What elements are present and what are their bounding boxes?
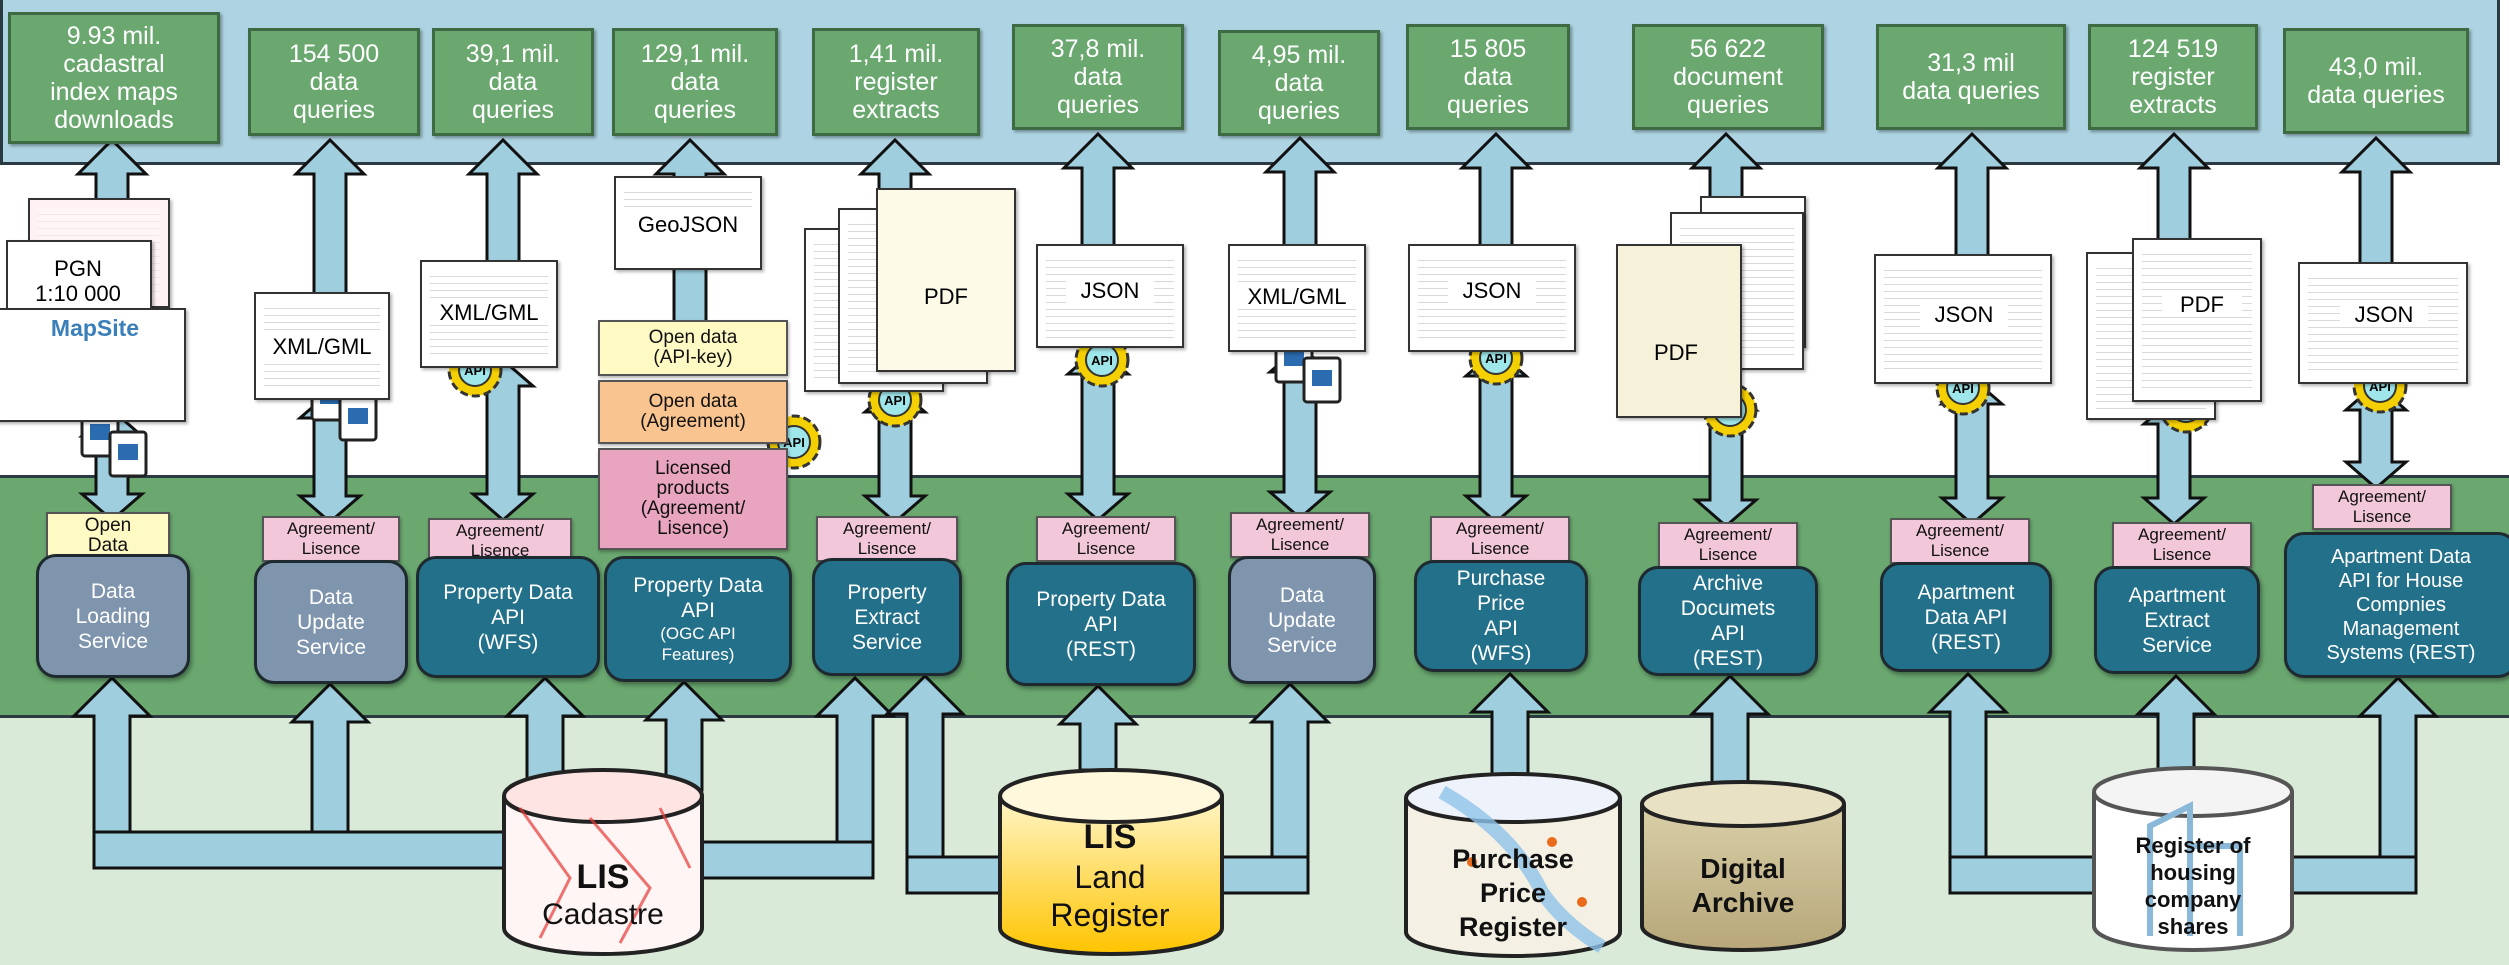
input-arrow-2 (288, 681, 372, 852)
input-arrow-7 (1056, 683, 1140, 772)
stat-data-update-queries: 154 500 data queries (248, 28, 420, 136)
agreement-lisence-tag-7: Agreement/ Lisence (1230, 512, 1370, 558)
pdf-document-front-3 (2132, 238, 2262, 402)
connector-cadastre-right (698, 840, 875, 880)
service-subtitle: (OGC API Features) (660, 624, 736, 664)
input-arrow-12 (2134, 673, 2218, 772)
open-data-agreement-tag: Open data (Agreement) (598, 380, 788, 444)
api-gear-label: API (1485, 351, 1507, 366)
json-label-4: JSON (2340, 302, 2428, 327)
digital-archive-cylinder (1640, 780, 1846, 952)
agreement-lisence-tag-6: Agreement/ Lisence (1036, 516, 1176, 562)
lis-cadastre-subtitle: Cadastre (542, 898, 664, 931)
agreement-lisence-tag-5: Agreement/ Lisence (816, 516, 958, 562)
apartment-data-api-hcms: Apartment Data API for House Compnies Ma… (2284, 532, 2509, 678)
purchase-price-register-label: Purchase Price Register (1452, 844, 1574, 942)
property-data-api-rest: Property Data API (REST) (1006, 562, 1196, 686)
lis-land-title: LIS (1083, 818, 1137, 856)
input-arrow-5 (813, 675, 897, 862)
output-arrow-7 (1262, 135, 1338, 252)
geojson-label: GeoJSON (616, 212, 760, 237)
lis-cadastre-cylinder (502, 768, 704, 956)
agreement-lisence-tag-8: Agreement/ Lisence (1430, 516, 1570, 562)
mapsite-label: MapSite (50, 315, 140, 341)
output-arrow-3 (465, 137, 541, 274)
pdf-label-2: PDF (1636, 340, 1716, 365)
output-arrow-12 (2338, 135, 2414, 266)
stat-wfs-queries: 39,1 mil. data queries (432, 28, 594, 136)
open-data-api-key-tag: Open data (API-key) (598, 320, 788, 376)
input-arrow-8 (1248, 681, 1332, 877)
property-extract-service: Property Extract Service (812, 558, 962, 676)
stat-register-extracts: 1,41 mil. register extracts (812, 28, 980, 136)
agreement-lisence-tag-11: Agreement/ Lisence (2112, 522, 2252, 568)
input-arrow-13 (2356, 675, 2440, 877)
api-gear-label: API (1091, 353, 1113, 368)
stat-data-update-queries-2: 4,95 mil. data queries (1218, 30, 1380, 136)
input-arrow-4 (642, 679, 726, 792)
output-arrow-10 (1934, 131, 2010, 264)
agreement-lisence-tag-9: Agreement/ Lisence (1658, 522, 1798, 568)
output-arrow-6 (1060, 131, 1136, 250)
xml-label-3: XML/GML (1230, 284, 1364, 309)
input-arrow-10 (1688, 673, 1772, 792)
xml-label-1: XML/GML (256, 334, 388, 359)
connector-land-left (905, 855, 1012, 895)
property-data-api-ogc: Property Data API (OGC API Features) (604, 556, 792, 682)
stat-apartment-queries: 31,3 mil data queries (1876, 24, 2066, 130)
data-update-service: Data Update Service (254, 560, 408, 684)
api-gear-label: API (783, 435, 805, 450)
stat-cadastral-maps: 9.93 mil. cadastral index maps downloads (8, 12, 220, 144)
api-gear-label: API (884, 393, 906, 408)
input-arrow-1 (70, 675, 154, 852)
service-title: Property Data API (633, 574, 763, 622)
apartment-data-api: Apartment Data API (REST) (1880, 562, 2052, 672)
connector-housing-right (2284, 855, 2418, 895)
pdf-map-document (1616, 244, 1742, 418)
json-label-1: JSON (1066, 278, 1154, 303)
agreement-lisence-tag-2: Agreement/ Lisence (262, 516, 400, 562)
housing-register-label: Register of housing company shares (2135, 833, 2251, 939)
digital-archive-label: Digital Archive (1691, 853, 1795, 918)
stat-document-queries: 56 622 document queries (1632, 24, 1824, 130)
pgn-label: PGN 1:10 000 (35, 256, 121, 306)
pdf-label-1: PDF (906, 284, 986, 309)
connector-cadastre-left (92, 830, 512, 870)
stat-apartment-extracts: 124 519 register extracts (2088, 24, 2258, 130)
lis-land-subtitle: Land Register (1050, 859, 1170, 933)
json-document-2 (1408, 244, 1576, 352)
archive-documents-api: Archive Documets API (REST) (1638, 566, 1818, 676)
open-data-tag: Open Data (46, 512, 170, 560)
stat-rest-queries: 37,8 mil. data queries (1012, 24, 1184, 130)
json-label-3: JSON (1920, 302, 2008, 327)
purchase-price-api: Purchase Price API (WFS) (1414, 560, 1588, 672)
output-arrow-2 (292, 137, 368, 302)
data-update-service-2: Data Update Service (1228, 556, 1376, 684)
agreement-lisence-tag-12: Agreement/ Lisence (2312, 484, 2452, 530)
data-loading-service: Data Loading Service (36, 554, 190, 678)
output-arrow-11 (2136, 131, 2212, 246)
json-label-2: JSON (1448, 278, 1536, 303)
xml-label-2: XML/GML (422, 300, 556, 325)
licensed-products-tag: Licensed products (Agreement/ Lisence) (598, 448, 788, 550)
connector-housing-left (1948, 855, 2102, 895)
api-gear-label: API (1952, 381, 1974, 396)
purchase-price-register-cylinder (1404, 772, 1622, 958)
input-arrow-6 (883, 673, 967, 877)
agreement-lisence-tag-10: Agreement/ Lisence (1890, 518, 2030, 564)
stat-hcms-queries: 43,0 mil. data queries (2283, 28, 2469, 134)
pdf-document-front (876, 188, 1016, 372)
housing-register-cylinder (2092, 766, 2294, 952)
output-arrow-8 (1458, 131, 1534, 250)
stat-ogc-queries: 129,1 mil. data queries (612, 28, 778, 136)
mapsite-screenshot (0, 308, 186, 422)
apartment-extract-service: Apartment Extract Service (2094, 566, 2260, 674)
property-data-api-wfs: Property Data API (WFS) (416, 556, 600, 678)
input-arrow-11 (1926, 671, 2010, 877)
pdf-label-3: PDF (2162, 292, 2242, 317)
stat-purchase-queries: 15 805 data queries (1406, 24, 1570, 130)
lis-land-register-cylinder (998, 768, 1224, 956)
lis-cadastre-title: LIS (576, 858, 630, 896)
